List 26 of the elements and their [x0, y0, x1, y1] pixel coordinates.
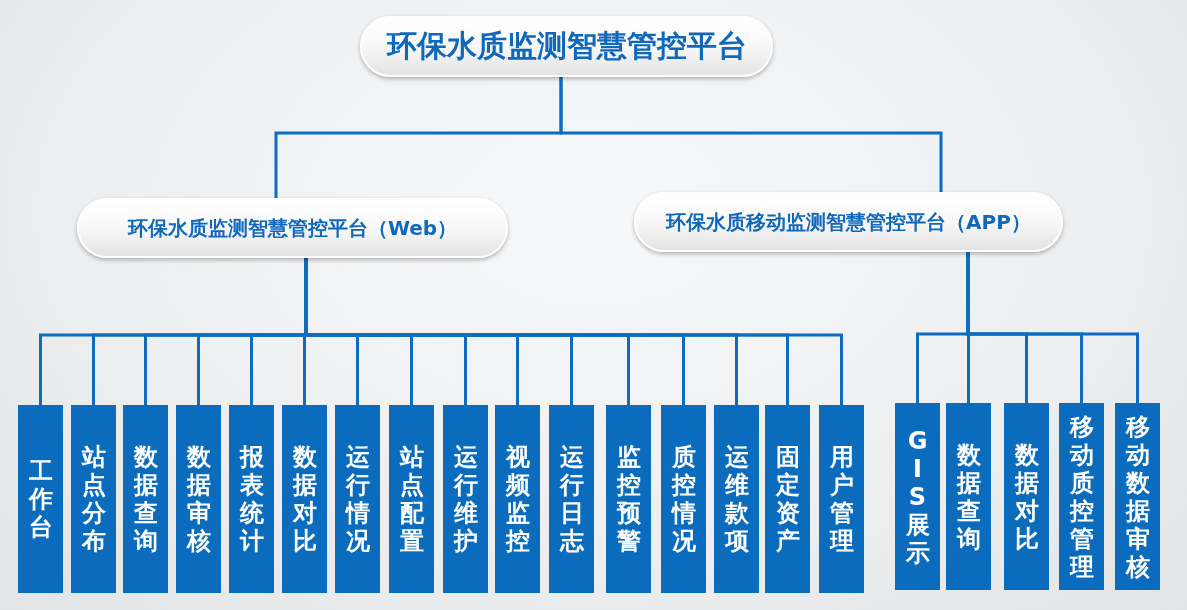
module-box: 报表统计	[229, 405, 274, 593]
module-box: GIS展示	[895, 403, 940, 590]
module-box: 数据审核	[176, 405, 221, 593]
module-box: 站点分布	[71, 405, 116, 593]
title-pill: 环保水质监测智慧管控平台	[360, 16, 773, 77]
module-box: 运维款项	[714, 405, 759, 593]
module-box: 数据查询	[946, 403, 991, 590]
module-box: 监控预警	[606, 405, 651, 593]
module-box: 质控情况	[661, 405, 706, 593]
module-box: 运行情况	[335, 405, 380, 593]
module-box: 数据对比	[282, 405, 327, 593]
module-box: 数据查询	[123, 405, 168, 593]
platform-pill: 环保水质监测智慧管控平台（Web）	[77, 198, 508, 258]
module-box: 移动数据审核	[1115, 403, 1160, 590]
module-box: 固定资产	[765, 405, 810, 593]
module-box: 工作台	[18, 405, 63, 593]
connector-line	[966, 252, 1139, 403]
module-box: 运行维护	[443, 405, 488, 593]
connector-line	[559, 77, 943, 192]
module-box: 视频监控	[495, 405, 540, 593]
module-box: 运行日志	[549, 405, 594, 593]
module-box: 站点配置	[389, 405, 434, 593]
platform-pill: 环保水质移动监测智慧管控平台（APP）	[634, 192, 1063, 252]
module-box: 用户管理	[819, 405, 864, 593]
module-box: 移动质控管理	[1059, 403, 1104, 590]
module-box: 数据对比	[1004, 403, 1049, 590]
